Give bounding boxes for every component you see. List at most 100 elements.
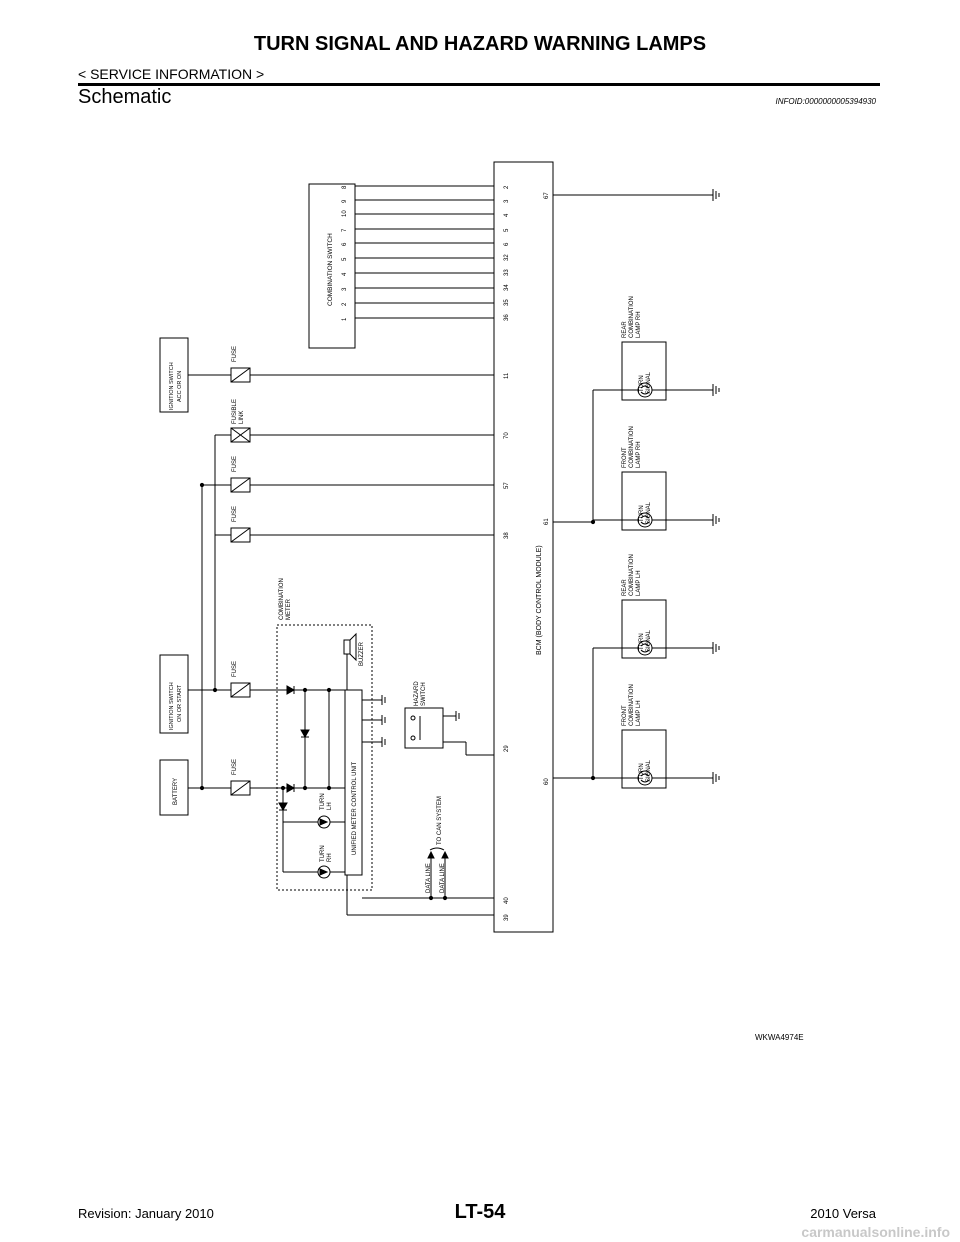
bcm-pin-label: 4 [504, 213, 510, 217]
fusible-link-label-2: LINK [239, 411, 245, 424]
combination-switch-box [308, 183, 356, 349]
combination-switch-label: COMBINATION SWITCH [327, 233, 334, 306]
bcm-pin-label: 6 [504, 242, 510, 246]
data-line-label-2: DATA LINE [440, 863, 446, 893]
buzzer-icon [343, 639, 351, 655]
turn-lh-label-2: LH [327, 802, 333, 810]
bcm-pin-label: 33 [504, 269, 510, 276]
pin-61: 61 [544, 518, 550, 525]
unified-meter-control-unit [344, 689, 363, 876]
turn-rh-label-2: RH [327, 853, 333, 862]
cs-pin-label: 9 [342, 199, 348, 203]
turn-lh-label: TURN [320, 793, 326, 810]
ignition-on-label-2: ON OR START [177, 684, 183, 722]
lamp-name-label: REAR [622, 579, 628, 596]
info-id: INFOID:0000000005394930 [775, 97, 876, 106]
cs-pin-label: 4 [342, 272, 348, 276]
cs-pin-label: 3 [342, 287, 348, 291]
ignition-acc-label: IGNITION SWITCH [169, 362, 175, 410]
pin-38: 38 [504, 532, 510, 539]
page-number: LT-54 [454, 1201, 506, 1223]
turn-signal-label: TURN [639, 505, 645, 522]
lamp-name-label: LAMP LH [636, 700, 642, 726]
fusible-link-label: FUSIBLE [232, 399, 238, 424]
lamp-name-label: COMBINATION [629, 684, 635, 726]
cs-pin-label: 6 [342, 242, 348, 246]
ignition-on-box [159, 654, 189, 734]
figure-code: WKWA4974E [755, 1033, 804, 1042]
cs-pin-label: 5 [342, 257, 348, 261]
turn-rh-label: TURN [320, 845, 326, 862]
turn-signal-label-2: SIGNAL [646, 501, 652, 524]
turn-signal-label-2: SIGNAL [646, 371, 652, 394]
lamp-name-label: LAMP RH [636, 441, 642, 468]
watermark: carmanualsonline.info [801, 1224, 950, 1240]
hazard-switch-label: HAZARD [414, 681, 420, 706]
lamp-name-label: FRONT [622, 447, 628, 468]
turn-signal-label-2: SIGNAL [646, 759, 652, 782]
bcm-label: BCM (BODY CONTROL MODULE) [536, 545, 543, 655]
bcm-pin-label: 2 [504, 185, 510, 189]
combination-meter-label-2: METER [286, 598, 292, 620]
model-name: 2010 Versa [810, 1206, 876, 1221]
pin-11: 11 [504, 372, 510, 379]
bcm-pin-label: 34 [504, 284, 510, 291]
buzzer-label: BUZZER [359, 641, 365, 666]
combination-meter-label: COMBINATION [279, 578, 285, 620]
cs-pin-label: 8 [342, 185, 348, 189]
fuse-label-5: FUSE [232, 759, 238, 775]
lamp-name-label: LAMP RH [636, 311, 642, 338]
combination-switch-wires: 1 36 2 35 3 34 4 33 5 32 6 6 7 5 10 4 9 3 8 2 [342, 185, 510, 321]
turn-signal-label: TURN [639, 633, 645, 650]
fuse-label-2: FUSE [232, 456, 238, 472]
turn-signal-label-2: SIGNAL [646, 629, 652, 652]
bcm-pin-label: 32 [504, 254, 510, 261]
ignition-acc-label-2: ACC OR ON [177, 371, 183, 402]
pin-70: 70 [504, 432, 510, 439]
hazard-switch-box [404, 707, 444, 749]
turn-signal-label: TURN [639, 763, 645, 780]
section-title: Schematic [78, 86, 172, 108]
fuse-label-4: FUSE [232, 661, 238, 677]
bcm-pin-label: 5 [504, 228, 510, 232]
turn-signal-label: TURN [639, 375, 645, 392]
fuse-label-1: FUSE [232, 346, 238, 362]
lamp-name-label: COMBINATION [629, 554, 635, 596]
unified-meter-label: UNIFIED METER CONTROL UNIT [352, 762, 358, 855]
bcm-pin-label: 3 [504, 199, 510, 203]
lamp-name-label: LAMP LH [636, 570, 642, 596]
lamp-name-label: REAR [622, 321, 628, 338]
cs-pin-label: 10 [342, 210, 348, 217]
pin-29: 29 [504, 745, 510, 752]
section-breadcrumb: < SERVICE INFORMATION > [78, 66, 265, 82]
lamp-name-label: COMBINATION [629, 296, 635, 338]
cs-pin-label: 7 [342, 228, 348, 232]
page-title: TURN SIGNAL AND HAZARD WARNING LAMPS [253, 33, 707, 55]
bcm-pin-label: 36 [504, 314, 510, 321]
ignition-on-label: IGNITION SWITCH [169, 682, 175, 730]
lamp-name-label: FRONT [622, 705, 628, 726]
pin-67: 67 [544, 192, 550, 199]
to-can-label: TO CAN SYSTEM [437, 796, 443, 845]
bcm-box [493, 161, 554, 933]
revision-date: Revision: January 2010 [78, 1206, 214, 1221]
header-rule [78, 83, 880, 86]
pin-40: 40 [504, 897, 510, 904]
pin-60: 60 [544, 778, 550, 785]
battery-label: BATTERY [173, 778, 179, 805]
bcm-pin-label: 35 [504, 299, 510, 306]
pin-39: 39 [504, 914, 510, 921]
pin-57: 57 [504, 482, 510, 489]
fuse-label-3: FUSE [232, 506, 238, 522]
hazard-switch-label-2: SWITCH [421, 682, 427, 706]
lamp-name-label: COMBINATION [629, 426, 635, 468]
cs-pin-label: 2 [342, 302, 348, 306]
data-line-label-1: DATA LINE [426, 863, 432, 893]
cs-pin-label: 1 [342, 317, 348, 321]
